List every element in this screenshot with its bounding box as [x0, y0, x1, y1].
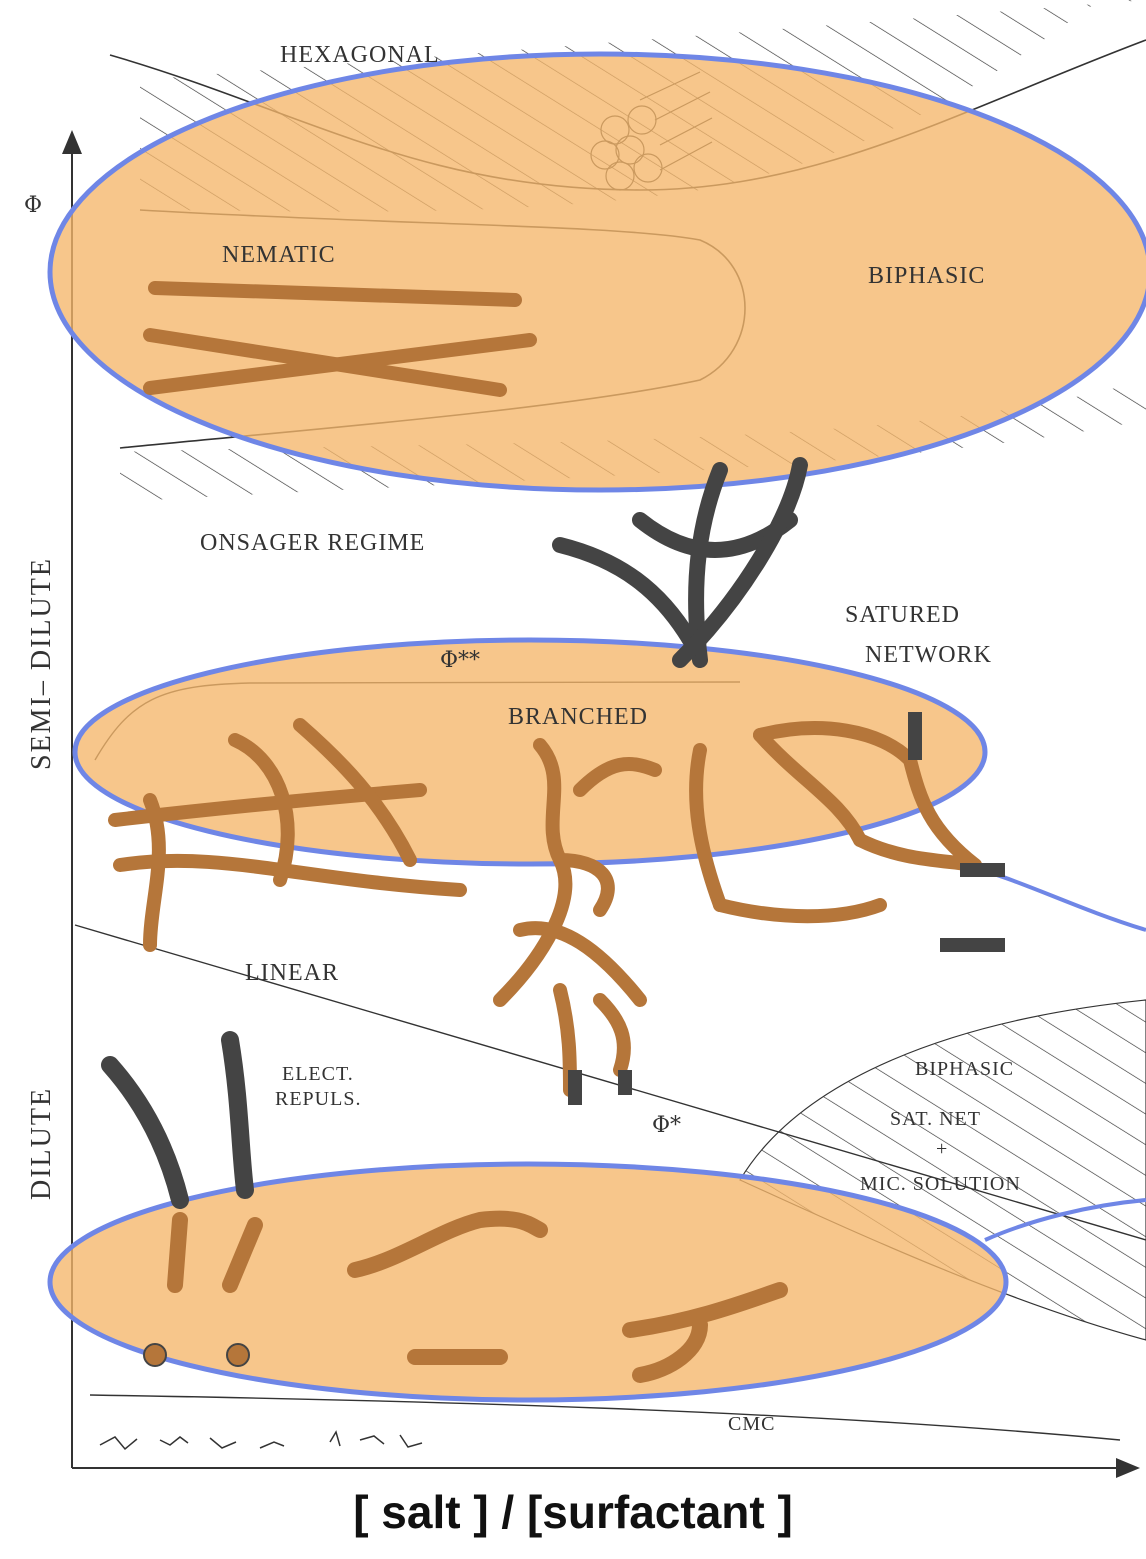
- label-nematic: NEMATIC: [222, 242, 336, 268]
- x-axis-label: [ salt ] / [surfactant ]: [0, 1485, 1146, 1539]
- label-sat-net: SAT. NET: [890, 1108, 981, 1130]
- y-region-dilute: DILUTE: [26, 1087, 57, 1200]
- label-plus: +: [936, 1138, 948, 1160]
- label-satured: SATURED: [845, 602, 960, 628]
- highlight-bottom-ellipse: [50, 1164, 1006, 1400]
- boundary-cmc: [90, 1395, 1120, 1440]
- unimers: [100, 1432, 422, 1449]
- label-phi-star: Φ*: [652, 1113, 681, 1138]
- label-elect: ELECT.: [282, 1063, 354, 1085]
- label-branched: BRANCHED: [508, 704, 648, 730]
- label-mic-solution: MIC. SOLUTION: [860, 1173, 1021, 1195]
- y-axis-symbol: Φ: [24, 193, 42, 218]
- label-hexagonal: HEXAGONAL: [280, 42, 440, 68]
- diagram-canvas: HEXAGONAL NEMATIC BIPHASIC ONSAGER REGIM…: [0, 0, 1146, 1480]
- label-onsager-regime: ONSAGER REGIME: [200, 530, 425, 556]
- label-cmc: CMC: [728, 1413, 775, 1435]
- label-linear: LINEAR: [245, 960, 339, 986]
- highlight-tail-middle: [980, 870, 1146, 930]
- label-phi-double-star: Φ**: [440, 648, 480, 673]
- label-biphasic-low: BIPHASIC: [915, 1058, 1014, 1080]
- label-network: NETWORK: [865, 642, 992, 668]
- charged-micelles: [110, 1040, 245, 1200]
- label-biphasic-top: BIPHASIC: [868, 263, 985, 289]
- y-region-semi-dilute: SEMI– DILUTE: [26, 557, 57, 770]
- onsager-network: [560, 465, 800, 660]
- label-repuls: REPULS.: [275, 1088, 361, 1110]
